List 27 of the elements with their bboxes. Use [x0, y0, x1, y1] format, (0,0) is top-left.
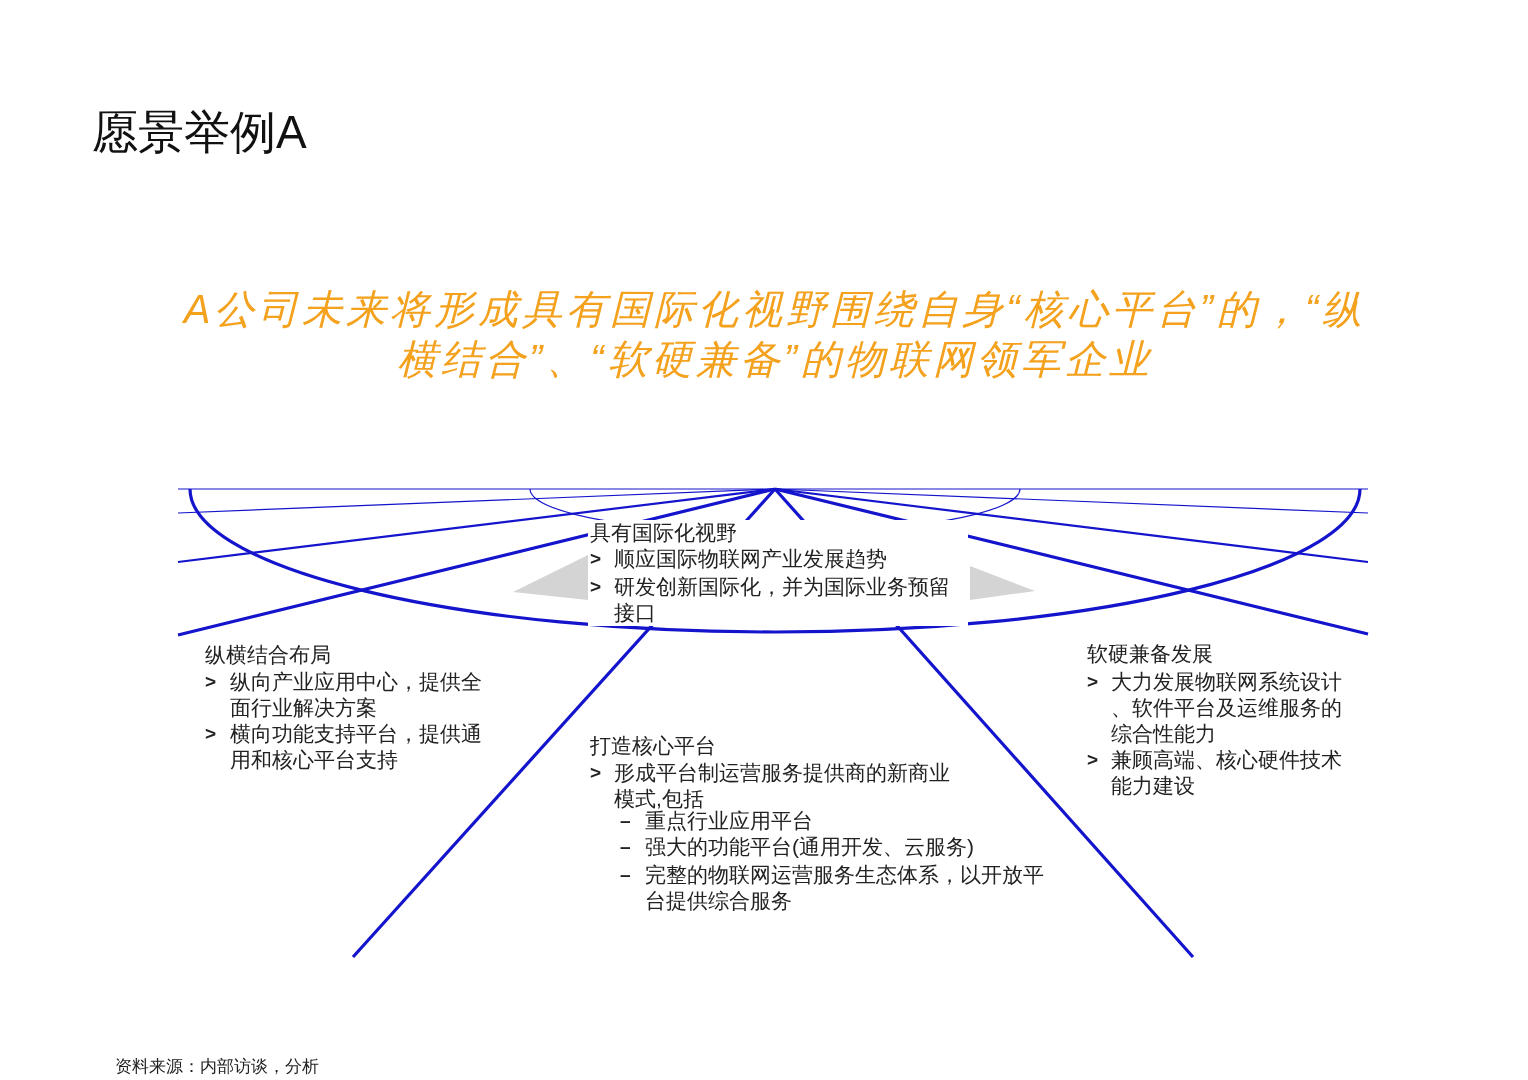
- bullet-marker: >: [205, 722, 217, 746]
- dash-marker: –: [620, 809, 631, 833]
- bullet-text: 横向功能支持平台，提供通用和核心平台支持: [230, 721, 483, 773]
- page-title: 愿景举例A: [92, 105, 307, 160]
- bullet-marker: >: [590, 761, 602, 785]
- bullet-marker: >: [205, 670, 217, 694]
- bullet-text: 兼顾高端、核心硬件技术能力建设: [1111, 747, 1343, 799]
- bullet-text: 纵向产业应用中心，提供全面行业解决方案: [230, 669, 483, 721]
- vision-statement: A公司未来将形成具有国际化视野围绕自身“核心平台”的，“纵横结合”、“软硬兼备”的物联网领军企业: [181, 286, 1368, 383]
- bullet-text: 研发创新国际化，并为国际业务预留接口: [614, 574, 951, 626]
- bullet-marker: >: [590, 575, 602, 599]
- bullet-marker: >: [590, 547, 602, 571]
- dash-marker: –: [620, 835, 631, 859]
- source-note: 资料来源：内部访谈，分析: [115, 1056, 319, 1078]
- bullet-text: 顺应国际物联网产业发展趋势: [614, 546, 887, 572]
- bullet-text: 大力发展物联网系统设计、软件平台及运维服务的综合性能力: [1111, 669, 1343, 747]
- section-heading: 打造核心平台: [590, 733, 716, 759]
- bullet-marker: >: [1087, 670, 1099, 694]
- dash-marker: –: [620, 863, 631, 887]
- bullet-marker: >: [1087, 748, 1099, 772]
- sub-bullet-text: 强大的功能平台(通用开发、云服务): [645, 834, 974, 860]
- section-heading: 纵横结合布局: [205, 642, 331, 668]
- sub-bullet-text: 完整的物联网运营服务生态体系，以开放平台提供综合服务: [645, 862, 1045, 914]
- bullet-text: 形成平台制运营服务提供商的新商业模式,包括: [614, 760, 951, 810]
- sub-bullet-text: 重点行业应用平台: [645, 809, 813, 834]
- section-heading: 具有国际化视野: [590, 520, 737, 546]
- section-heading: 软硬兼备发展: [1087, 641, 1213, 667]
